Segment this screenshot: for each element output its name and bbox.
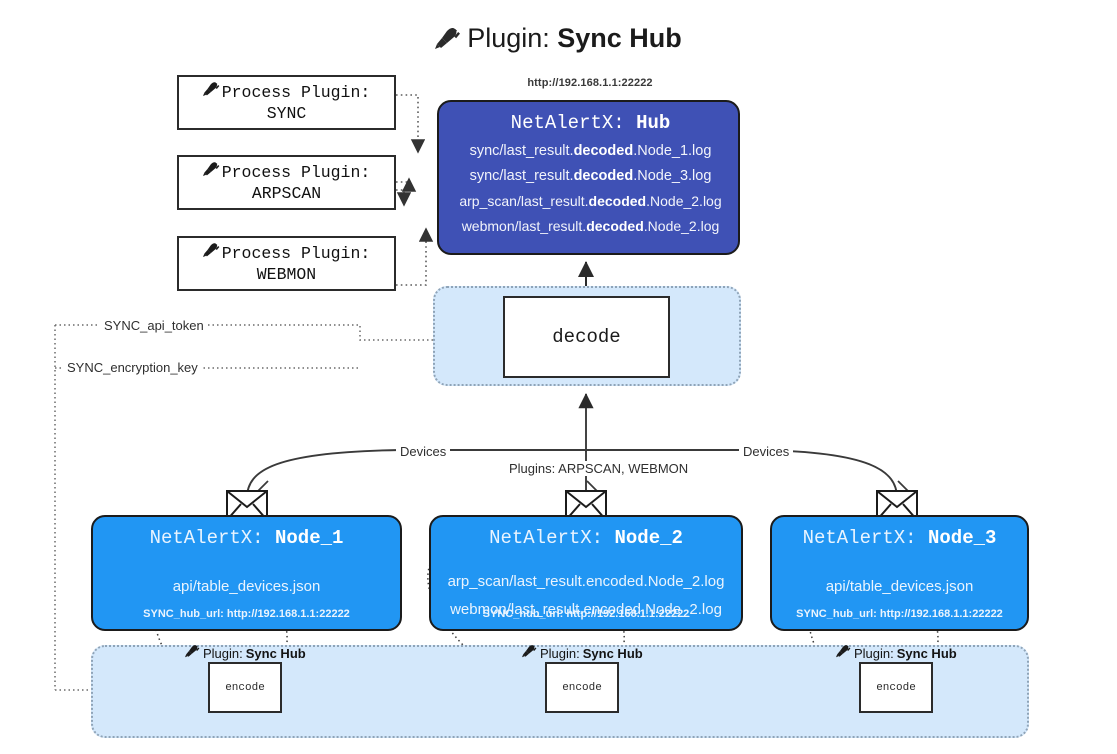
process-plugin-arpscan[interactable]: Process Plugin: ARPSCAN [177, 155, 396, 210]
plug-icon [202, 161, 220, 183]
node-footer: SYNC_hub_url: http://192.168.1.1:22222 [796, 608, 1003, 620]
node-box-node-2[interactable]: NetAlertX: Node_2 arp_scan/last_result.e… [429, 515, 743, 631]
plug-icon [522, 645, 537, 661]
process-plugin-sync[interactable]: Process Plugin: SYNC [177, 75, 396, 130]
encode-box[interactable]: encode [545, 662, 619, 713]
process-plugin-webmon[interactable]: Process Plugin: WEBMON [177, 236, 396, 291]
edge-label-plugins: Plugins: ARPSCAN, WEBMON [505, 461, 693, 476]
encode-label-prefix: Plugin: [854, 645, 894, 661]
encode-plugin-label: Plugin: Sync Hub [522, 645, 643, 661]
plug-icon [435, 19, 461, 63]
hub-log-line: sync/last_result.decoded.Node_1.log [469, 143, 712, 159]
api-token-path [54, 324, 499, 697]
edge-label-devices-left: Devices [396, 444, 451, 459]
page-title-name: Sync Hub [557, 23, 682, 53]
process-plugin-label: Process Plugin: [221, 243, 371, 263]
hub-title: NetAlertX: Hub [439, 112, 742, 134]
hub-url-label: http://192.168.1.1:22222 [527, 77, 653, 89]
encode-plugin-label: Plugin: Sync Hub [185, 645, 306, 661]
node-title: NetAlertX: Node_2 [489, 527, 683, 549]
node-line: webmon/last_result.encoded.Node_2.log [450, 601, 722, 618]
encode-box[interactable]: encode [859, 662, 933, 713]
node-line: arp_scan/last_result.encoded.Node_2.log [447, 573, 725, 590]
plugin-to-hub-connectors [396, 94, 434, 286]
edge-label-encryption-key: SYNC_encryption_key [63, 360, 202, 375]
edge-label-api-token: SYNC_api_token [100, 318, 208, 333]
plug-icon [202, 81, 220, 103]
node-box-node-3[interactable]: NetAlertX: Node_3 api/table_devices.json… [770, 515, 1029, 631]
encode-label-name: Sync Hub [245, 645, 306, 661]
node-footer: SYNC_hub_url: http://192.168.1.1:22222 [482, 608, 690, 620]
process-plugin-label: Process Plugin: [221, 162, 371, 182]
page-title-prefix: Plugin: [467, 23, 550, 53]
node-footer: SYNC_hub_url: http://192.168.1.1:22222 [143, 608, 350, 620]
encode-label-name: Sync Hub [896, 645, 957, 661]
node-title: NetAlertX: Node_1 [149, 527, 344, 549]
encode-plugin-label: Plugin: Sync Hub [836, 645, 957, 661]
encode-label-prefix: Plugin: [203, 645, 243, 661]
node-title: NetAlertX: Node_3 [802, 527, 997, 549]
page-title: Plugin: Sync Hub [0, 16, 1117, 63]
hub-log-line: webmon/last_result.decoded.Node_2.log [461, 218, 720, 234]
node-line: api/table_devices.json [825, 578, 974, 595]
encode-label-prefix: Plugin: [540, 645, 580, 661]
plug-icon [836, 645, 851, 661]
edge-label-devices-right: Devices [739, 444, 794, 459]
hub-title-name: Hub [636, 112, 671, 134]
encode-label-name: Sync Hub [582, 645, 643, 661]
plug-icon [185, 645, 200, 661]
node-line: api/table_devices.json [172, 578, 321, 595]
encode-box[interactable]: encode [208, 662, 282, 713]
hub-log-line: arp_scan/last_result.decoded.Node_2.log [459, 193, 722, 209]
decode-box[interactable]: decode [503, 296, 670, 378]
hub-node[interactable]: NetAlertX: Hub sync/last_result.decoded.… [437, 100, 740, 255]
hub-title-prefix: NetAlertX: [510, 112, 625, 134]
nodes-to-decode-edges [246, 393, 898, 499]
process-plugin-label: Process Plugin: [221, 82, 371, 102]
plug-icon [202, 242, 220, 264]
process-plugin-name: ARPSCAN [251, 183, 322, 203]
hub-log-line: sync/last_result.decoded.Node_3.log [469, 168, 712, 184]
process-plugin-name: SYNC [266, 103, 307, 123]
process-plugin-name: WEBMON [256, 264, 317, 284]
node-box-node-1[interactable]: NetAlertX: Node_1 api/table_devices.json… [91, 515, 402, 631]
